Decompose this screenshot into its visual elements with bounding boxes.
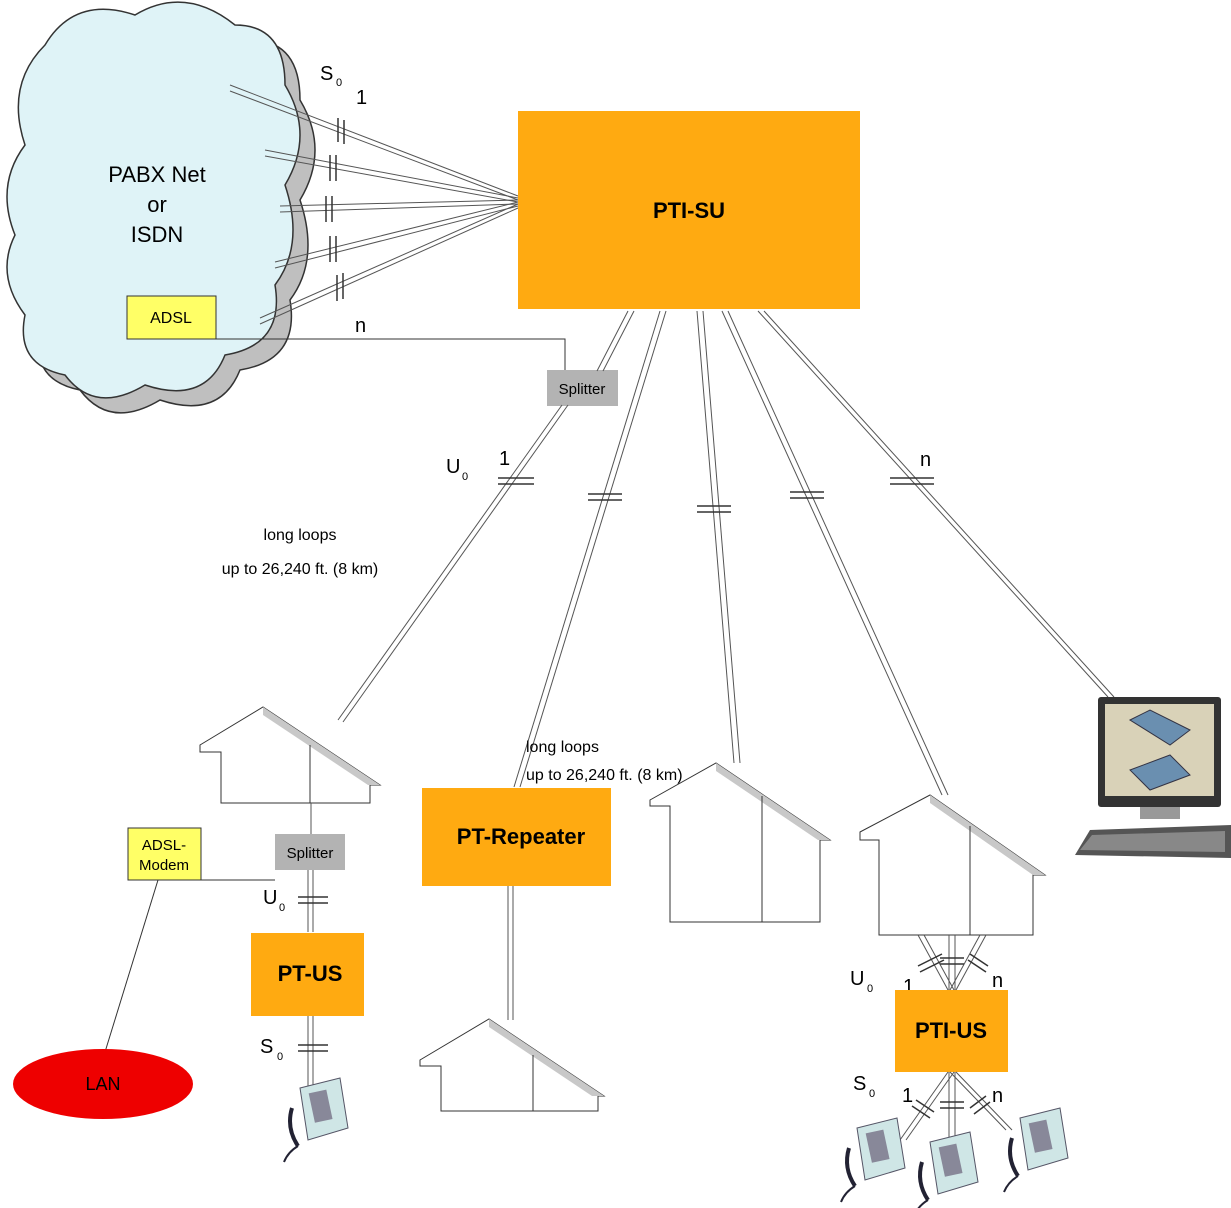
u0-left-sub: 0 [462, 471, 468, 483]
adsl-modem [127, 827, 202, 881]
s0-top-sub: 0 [336, 77, 342, 89]
pti-us-label: PTI-US [915, 1018, 987, 1043]
long-loops-1-line2: up to 26,240 ft. (8 km) [222, 561, 379, 578]
pt-repeater-box [422, 788, 611, 886]
adsl-label: ADSL [150, 310, 192, 327]
u0-pti-last: n [992, 970, 1003, 992]
splitter-house-label: Splitter [287, 845, 334, 862]
cloud-body [6, 1, 301, 399]
repeater-line [507, 886, 514, 1020]
house-left [199, 706, 382, 804]
house-right [859, 794, 1047, 936]
adsl-line [205, 338, 566, 370]
s0-left-sub: 0 [277, 1051, 283, 1063]
splitter-top-label: Splitter [559, 381, 606, 398]
splitter-top [547, 370, 618, 406]
adsl-modem-line1: ADSL- [142, 837, 186, 854]
lan-line [104, 879, 159, 1053]
pti-su-label: PTI-SU [653, 198, 725, 223]
house-bottom [419, 1018, 606, 1112]
s0-top-label: S [320, 63, 333, 85]
s0-trunk-marks [325, 118, 345, 301]
s0-pti-label: S [853, 1073, 866, 1095]
pti-us-box [895, 990, 1008, 1072]
phone-icon [1002, 1106, 1070, 1194]
u0-left-index: 1 [499, 448, 510, 470]
lan-label: LAN [85, 1074, 120, 1094]
house-middle [649, 762, 832, 923]
u0-lines [337, 310, 1115, 796]
u0-marks [498, 477, 934, 513]
s0-top-index: 1 [356, 87, 367, 109]
pti-us-up-marks [917, 953, 989, 973]
phone-icon [282, 1076, 350, 1164]
u0-house-label: U [263, 887, 277, 909]
adsl-modem-line2: Modem [139, 857, 189, 874]
pti-us-down-marks [911, 1095, 991, 1119]
pabx-cloud [6, 1, 316, 414]
u0-house-sub: 0 [279, 902, 285, 914]
cloud-line-2: or [147, 192, 167, 217]
s0-left-label: S [260, 1036, 273, 1058]
long-loops-2-line2: up to 26,240 ft. (8 km) [526, 767, 683, 784]
s0-pti-sub: 0 [869, 1088, 875, 1100]
s0-pti-last: n [992, 1085, 1003, 1107]
s0-trunks [229, 84, 519, 325]
splitter-house [275, 834, 345, 870]
pt-us-box [251, 933, 364, 1016]
cloud-line-3: ISDN [131, 222, 184, 247]
lan-ellipse [13, 1049, 193, 1119]
phone-icon [912, 1130, 980, 1208]
pti-us-up-lines [917, 934, 987, 991]
house-left-marks [298, 896, 328, 1052]
phone-icon [839, 1116, 907, 1204]
pt-us-label: PT-US [278, 961, 343, 986]
pti-su-box [518, 111, 860, 309]
u0-pti-sub: 0 [867, 983, 873, 995]
n-adsl-label: n [355, 315, 366, 337]
cloud-line-1: PABX Net [108, 162, 205, 187]
computer-icon [1075, 697, 1231, 858]
pt-repeater-label: PT-Repeater [457, 824, 586, 849]
u0-left-label: U [446, 456, 460, 478]
long-loops-1-line1: long loops [264, 527, 337, 544]
adsl-box [126, 295, 217, 340]
s0-pti-first: 1 [902, 1085, 913, 1107]
n-right-label: n [920, 449, 931, 471]
house-left-line [307, 803, 314, 1090]
u0-pti-label: U [850, 968, 864, 990]
long-loops-2-line1: long loops [526, 739, 599, 756]
u0-pti-first: 1 [903, 976, 914, 998]
